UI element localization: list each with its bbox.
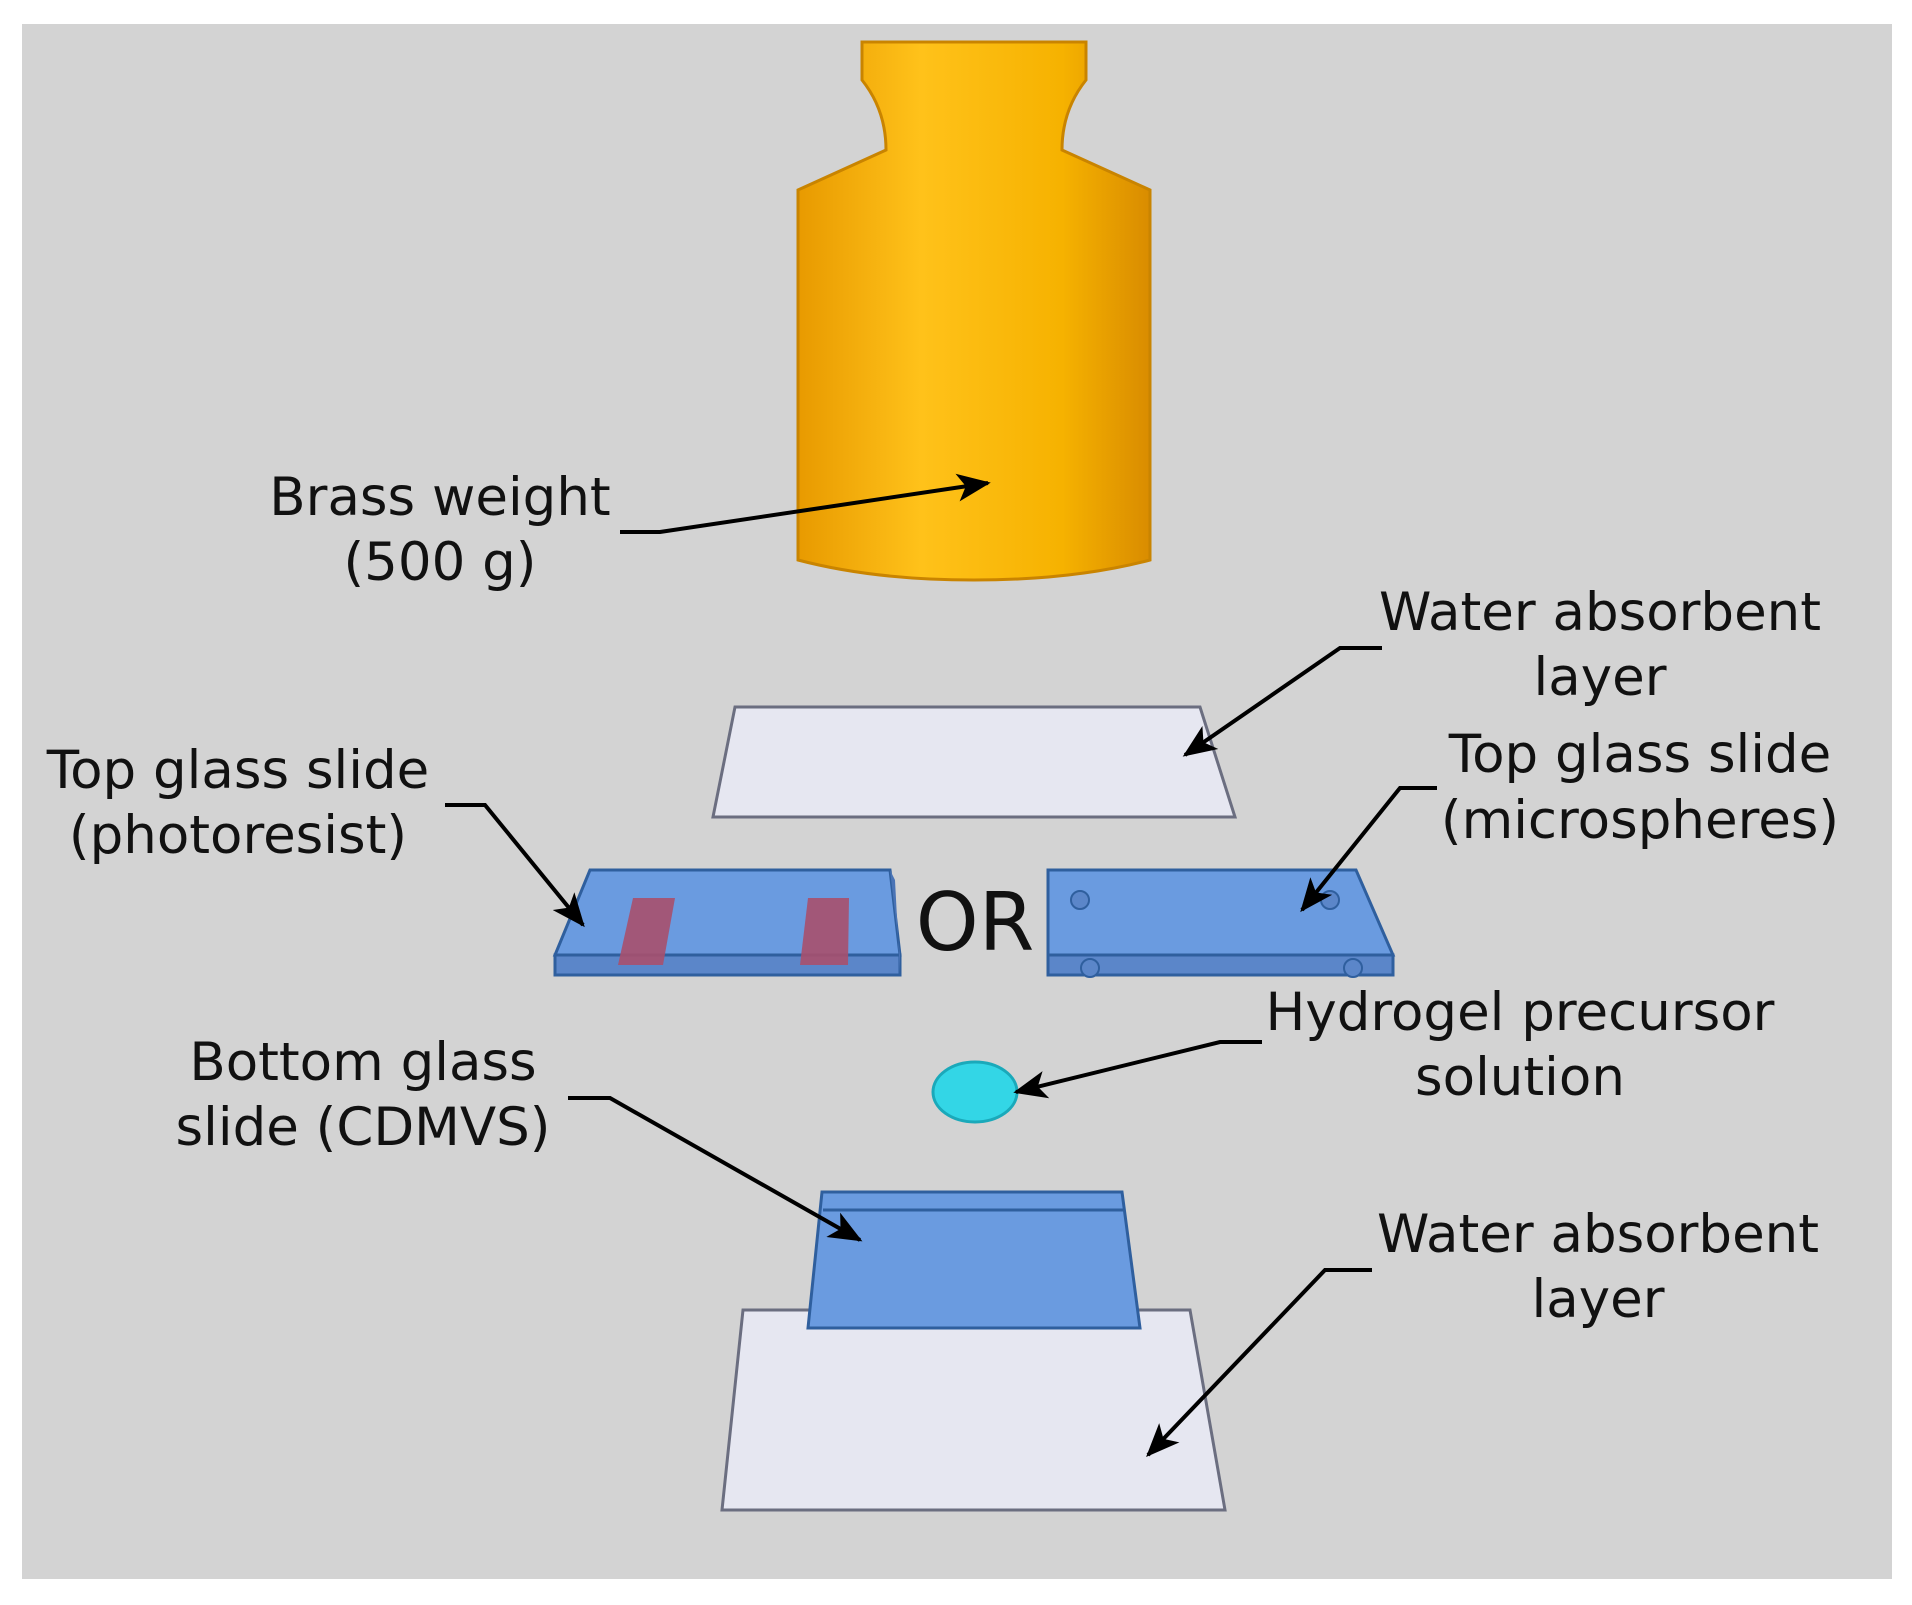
photoresist-pattern xyxy=(618,898,675,965)
svg-text:layer: layer xyxy=(1532,1269,1665,1330)
svg-text:Bottom glass: Bottom glass xyxy=(189,1032,536,1093)
microsphere xyxy=(1080,958,1100,978)
label-hydrogel: Hydrogel precursor solution xyxy=(1266,982,1775,1108)
svg-text:Brass weight: Brass weight xyxy=(269,467,610,528)
arrow-absorbent-top xyxy=(1182,646,1382,757)
photoresist-pattern xyxy=(800,898,849,965)
label-top-slide-microspheres: Top glass slide (microspheres) xyxy=(1441,724,1839,851)
microsphere xyxy=(1343,958,1363,978)
svg-text:Water absorbent: Water absorbent xyxy=(1377,1204,1819,1265)
microsphere xyxy=(1320,890,1340,910)
brass-weight xyxy=(796,40,1152,582)
svg-text:layer: layer xyxy=(1534,647,1667,708)
arrow-hydrogel xyxy=(1013,1040,1262,1099)
bottom-slide-cdmvs xyxy=(806,1190,1142,1330)
label-top-slide-photoresist: Top glass slide (photoresist) xyxy=(46,740,430,866)
arrow-bottom-slide xyxy=(568,1096,863,1242)
label-bottom-slide: Bottom glass slide (CDMVS) xyxy=(176,1032,551,1158)
svg-text:slide (CDMVS): slide (CDMVS) xyxy=(176,1097,551,1158)
arrow-top-slide-microspheres xyxy=(1300,786,1437,913)
absorbent-layer-top xyxy=(711,705,1238,819)
svg-text:solution: solution xyxy=(1415,1047,1625,1108)
absorbent-layer-bottom xyxy=(720,1308,1227,1512)
svg-text:(microspheres): (microspheres) xyxy=(1441,790,1839,851)
arrow-absorbent-bottom xyxy=(1146,1268,1372,1458)
top-slide-microspheres xyxy=(1046,868,1396,978)
svg-text:Top glass slide: Top glass slide xyxy=(1448,724,1832,785)
arrow-brass-weight xyxy=(620,473,991,534)
svg-text:(photoresist): (photoresist) xyxy=(69,805,407,866)
arrow-top-slide-photoresist xyxy=(445,803,585,928)
label-absorbent-top: Water absorbent layer xyxy=(1379,582,1821,708)
label-absorbent-bottom: Water absorbent layer xyxy=(1377,1204,1819,1330)
svg-text:Top glass slide: Top glass slide xyxy=(46,740,430,801)
label-brass-weight: Brass weight (500 g) xyxy=(269,467,610,593)
svg-text:Hydrogel precursor: Hydrogel precursor xyxy=(1266,982,1775,1043)
top-slide-photoresist xyxy=(552,868,902,977)
microsphere xyxy=(1070,890,1090,910)
or-label: OR xyxy=(916,876,1035,969)
svg-text:Water absorbent: Water absorbent xyxy=(1379,582,1821,643)
hydrogel-droplet xyxy=(931,1060,1019,1124)
svg-text:(500 g): (500 g) xyxy=(343,532,536,593)
